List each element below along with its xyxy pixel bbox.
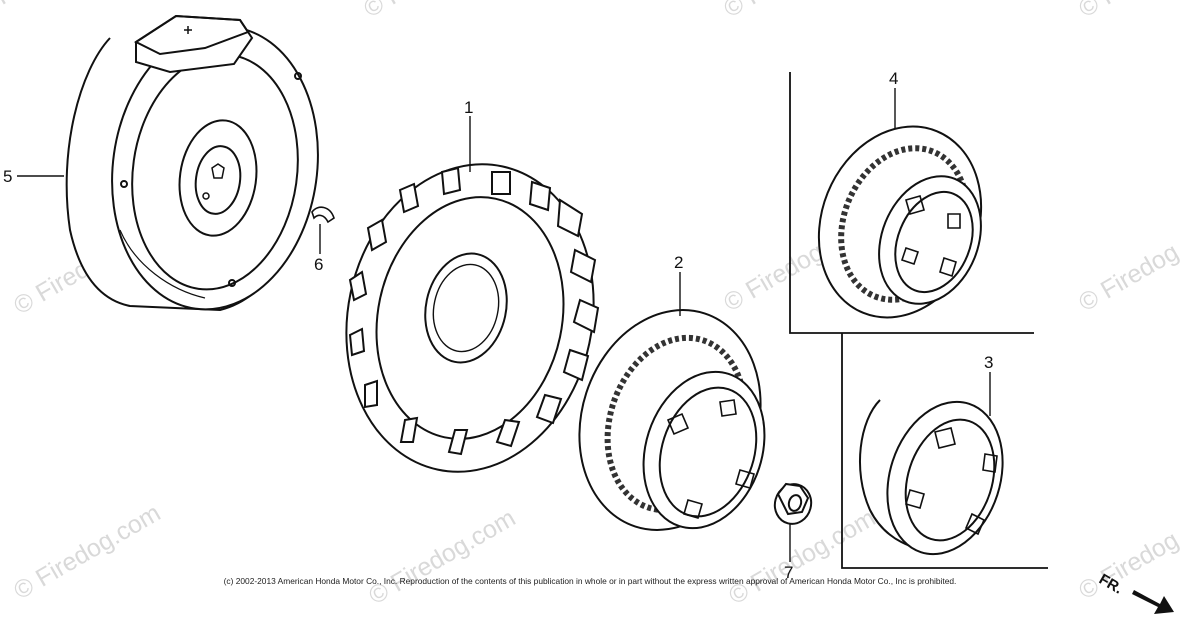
assembly-bracket [789, 72, 1048, 569]
callout-number: 2 [674, 253, 683, 272]
cooling-fan-drawing [345, 163, 600, 473]
watermark: © Firedog.com [359, 0, 515, 23]
starter-pulley-drawing [578, 309, 766, 531]
callout-6: 6 [314, 224, 323, 274]
woodruff-key-drawing [311, 206, 335, 224]
watermark: © Firedog.com [1074, 499, 1180, 605]
watermark: © Firedog.com [0, 0, 125, 23]
callout-number: 4 [889, 69, 898, 88]
callout-7: 7 [784, 524, 793, 582]
callout-number: 3 [984, 353, 993, 372]
starter-pulley-assembly-drawing [817, 125, 983, 319]
copyright-notice: (c) 2002-2013 American Honda Motor Co., … [223, 576, 957, 586]
callout-4: 4 [889, 69, 898, 128]
starter-cup-drawing [859, 399, 1004, 556]
watermark: © Firedog.com [1074, 0, 1180, 23]
callout-3: 3 [984, 353, 993, 416]
flange-nut-drawing [773, 482, 813, 525]
watermark: © Firedog.com [719, 0, 875, 23]
callout-1: 1 [464, 98, 473, 172]
callout-number: 6 [314, 255, 323, 274]
callout-5: 5 [3, 167, 64, 186]
flywheel-drawing [65, 14, 319, 312]
arrow-icon [1132, 590, 1174, 614]
watermark: © Firedog.com [1074, 211, 1180, 317]
callout-number: 5 [3, 167, 12, 186]
callout-number: 7 [784, 563, 793, 582]
callout-2: 2 [674, 253, 683, 316]
watermark: © Firedog.com [9, 499, 165, 605]
watermark: © Firedog.com [364, 504, 520, 610]
callout-number: 1 [464, 98, 473, 117]
